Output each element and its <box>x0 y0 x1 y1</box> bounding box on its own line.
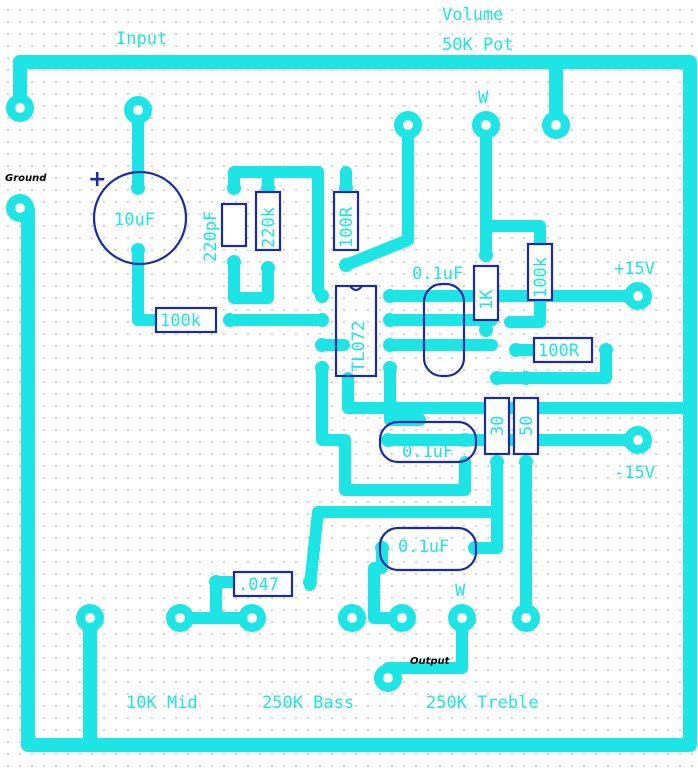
treble-label: 250K Treble <box>426 693 539 713</box>
pad-volume-wiper <box>472 111 500 139</box>
ground-label: Ground <box>5 173 47 184</box>
mid-label: 10K Mid <box>126 693 198 713</box>
output-label: Output <box>410 656 451 667</box>
res-50-label: 50 <box>517 416 537 436</box>
res-220k-body <box>254 190 282 252</box>
pad-opamp-out <box>394 111 422 139</box>
pad-input <box>124 96 152 124</box>
cap-10uf-plus-label: + <box>88 167 106 192</box>
pad-bass-2 <box>238 604 266 632</box>
res100r-right-loop-trace <box>494 344 612 384</box>
cap-047-body <box>232 570 294 598</box>
res100k-right-down-trace <box>504 292 546 328</box>
res-30-body <box>483 396 511 456</box>
cap-0uf-label: 0.1uF <box>412 264 463 284</box>
pad-treble-2 <box>388 604 416 632</box>
cap-01uf-mid-label: 0.1uF <box>402 442 453 462</box>
res-50-body <box>512 396 540 456</box>
pad-treble-wiper <box>448 604 476 632</box>
input-label: Input <box>116 29 167 49</box>
res-100r-right-body <box>532 336 594 364</box>
pad-minus15 <box>624 426 652 454</box>
ic-bottom-to-rail-trace <box>342 372 696 414</box>
res-100r-top-body <box>332 190 360 252</box>
ic-notch <box>349 285 363 292</box>
treble-wiper-label: W <box>455 581 466 601</box>
ic-left-down-trace <box>316 362 471 496</box>
traces <box>13 55 697 752</box>
res-100k-right-body <box>526 242 554 302</box>
pad-ground <box>6 194 34 222</box>
pad-treble-3 <box>512 604 540 632</box>
pad-output <box>374 664 402 692</box>
pad-plus15 <box>624 282 652 310</box>
pad-volume-ground <box>542 111 570 139</box>
res-100k-right-label: 100k <box>531 257 551 298</box>
res-100r-top-label: 100R <box>337 206 357 248</box>
cap-01uf-low-label: 0.1uF <box>398 537 449 557</box>
res-30-label: 30 <box>488 416 508 436</box>
res100r-bottom-trace <box>340 119 414 271</box>
cap-220pf-label: 220pF <box>201 211 221 262</box>
cap-220pf-body <box>220 202 248 248</box>
res-100k-input-body <box>154 306 218 334</box>
ic-tl072-label: TL072 <box>349 321 369 372</box>
ground-frame-trace <box>13 55 697 752</box>
cap-10uf-label: 10uF <box>114 210 155 230</box>
pad-mid-pot <box>76 604 104 632</box>
cap-01uf-low-body <box>378 526 478 572</box>
cap-10uf-body <box>92 170 188 266</box>
res-1k-label: 1K <box>477 289 497 310</box>
res-100r-right-label: 100R <box>538 341 580 361</box>
res-220k-label: 220k <box>259 207 279 248</box>
res-100k-input-label: 100k <box>160 311 201 331</box>
feedback-220k-trace <box>228 256 274 304</box>
cap-047-label: .047 <box>238 575 279 595</box>
volume-pot-label: 50K Pot <box>442 35 514 55</box>
pad-bass-1 <box>166 604 194 632</box>
ic-right-row4-trace <box>384 362 426 426</box>
minus15-label: -15V <box>614 463 655 483</box>
cap-01uf-mid-body <box>378 420 478 464</box>
plus15-label: +15V <box>614 259 655 279</box>
cap-0uf-body <box>422 282 466 378</box>
labels: Input Volume 50K Pot W Ground +15V -15V … <box>5 5 655 713</box>
ic-tl072-body <box>334 284 378 378</box>
components: + 10uF 220pF 220k 100R 100k TL072 0.1uF … <box>88 167 594 598</box>
pad-ground-top <box>6 94 34 122</box>
pad-treble-1 <box>338 604 366 632</box>
feedback-top-trace <box>228 166 324 296</box>
volume-wiper-label: W <box>478 88 489 108</box>
res047-to-cap-trace <box>304 506 500 591</box>
res-1k-body <box>472 264 500 322</box>
bass-label: 250K Bass <box>262 693 354 713</box>
volume-label: Volume <box>442 5 503 25</box>
